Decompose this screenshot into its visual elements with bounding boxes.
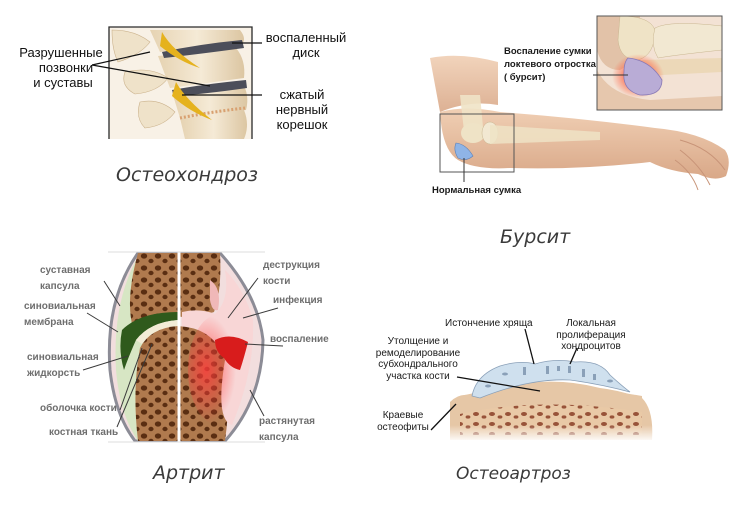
- label-periosteum: оболочка кости: [40, 403, 117, 414]
- joint-illustration: [82, 250, 284, 445]
- label-synovial-membrane: синовиальная мембрана: [24, 301, 96, 328]
- osteochondrosis-panel: Разрушенные позвонки и суставы воспаленн…: [0, 0, 370, 200]
- caption-bursitis: Бурсит: [500, 226, 571, 248]
- label-subchondral-thickening: Утолщение и ремоделирование субхондральн…: [375, 336, 461, 382]
- label-marginal-osteophytes: Краевые остеофиты: [377, 410, 429, 433]
- label-stretched-capsule: растянутая капсула: [259, 416, 315, 443]
- label-chondrocyte-proliferation: Локальная пролиферация хондроцитов: [556, 318, 626, 352]
- label-infection: инфекция: [273, 295, 323, 306]
- osteoarthritis-panel: Истончение хряща Локальная пролиферация …: [360, 300, 660, 507]
- label-bone-destruction: деструкция кости: [263, 260, 320, 287]
- label-normal-bursa: Нормальная сумка: [432, 185, 522, 196]
- bursitis-panel: Воспаление сумки локтевого отростка ( бу…: [380, 0, 752, 250]
- label-inflamed-bursa: Воспаление сумки локтевого отростка ( бу…: [504, 46, 596, 83]
- label-inflamed-disc: воспаленный диск: [265, 30, 347, 60]
- label-synovial-fluid: синовиальная жидкорсть: [27, 352, 99, 379]
- caption-osteochondrosis: Остеохондроз: [116, 164, 258, 186]
- label-compressed-nerve: сжатый нервный корешок: [275, 87, 329, 132]
- spine-illustration: [91, 26, 262, 139]
- label-destroyed-vertebrae: Разрушенные позвонки и суставы: [19, 45, 103, 90]
- caption-arthritis: Артрит: [153, 462, 225, 484]
- cartilage-illustration: [430, 328, 656, 442]
- label-cartilage-thinning: Истончение хряща: [445, 318, 533, 329]
- elbow-illustration: [430, 15, 729, 191]
- pointer-line: [91, 51, 151, 66]
- label-inflammation: воспаление: [270, 334, 329, 345]
- arthritis-panel: суставная капсула синовиальная мембрана …: [0, 240, 370, 507]
- label-joint-capsule: суставная капсула: [40, 265, 91, 292]
- caption-osteoarthritis: Остеоартроз: [456, 464, 571, 484]
- label-bone-tissue: костная ткань: [49, 427, 119, 438]
